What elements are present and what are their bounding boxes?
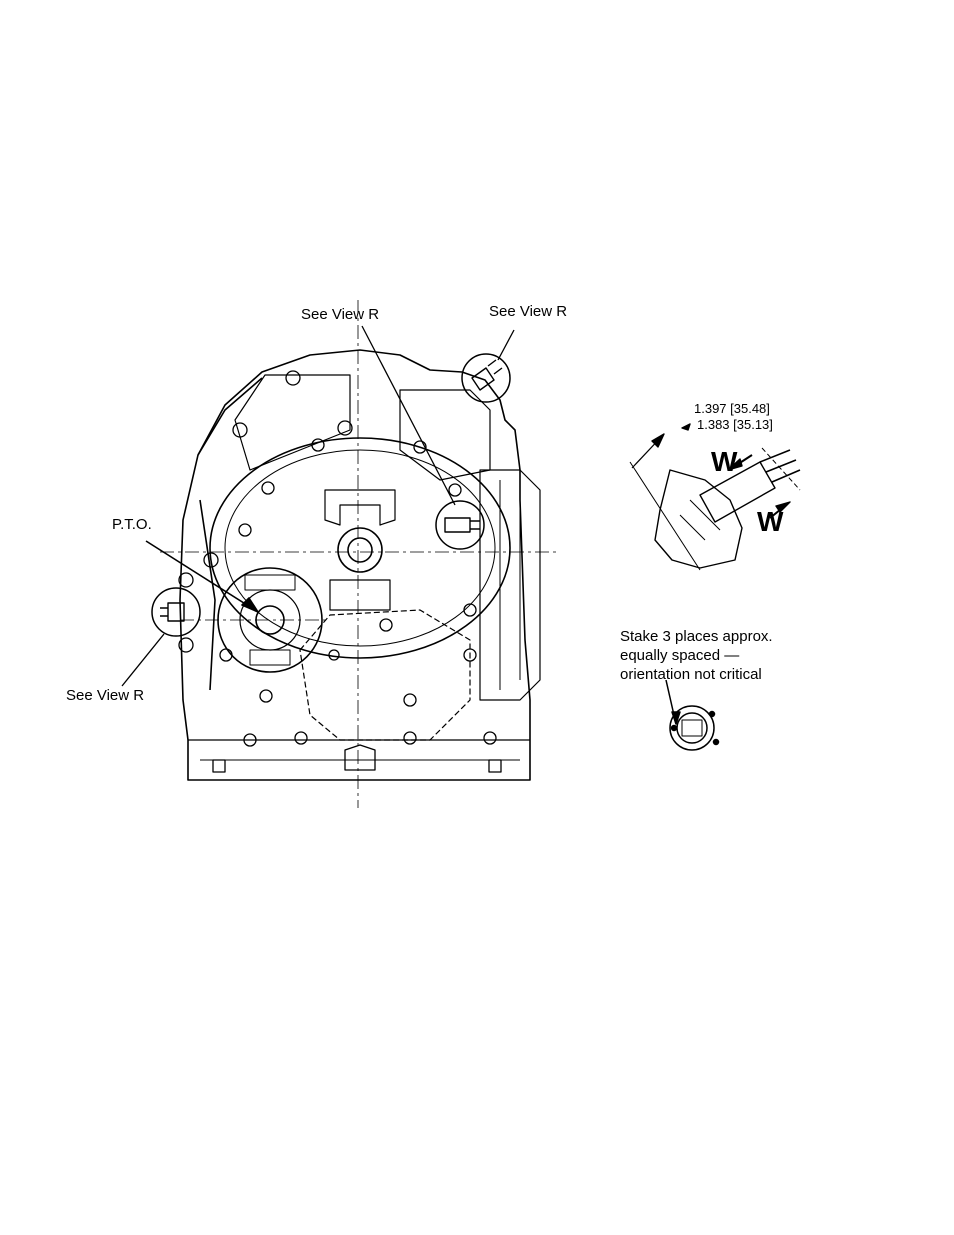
stake-note-line-3: orientation not critical [620, 666, 762, 683]
stake-note-line-1: Stake 3 places approx. [620, 628, 773, 645]
view-r-detail [629, 423, 801, 571]
dimension-min: 1.383 [35.13] [697, 417, 773, 432]
view-r-circle-top [435, 500, 485, 550]
see-view-r-label-left: See View R [66, 687, 145, 704]
view-r-circle-top-right [461, 353, 511, 403]
w-label-lower: W [757, 506, 784, 537]
stake-detail [665, 679, 720, 751]
center-hub [337, 527, 383, 573]
w-label-upper: W [711, 446, 738, 477]
see-view-r-label-top: See View R [301, 306, 380, 323]
stake-note-line-2: equally spaced — [620, 647, 740, 664]
dimension-max: 1.397 [35.48] [694, 401, 770, 416]
view-r-circle-left [151, 587, 201, 637]
see-view-r-label-top-right: See View R [489, 303, 568, 320]
pto-label: P.T.O. [112, 516, 152, 533]
housing-outline [179, 349, 531, 781]
flywheel [209, 437, 511, 659]
stake-note: Stake 3 places approx. equally spaced — … [620, 627, 773, 684]
